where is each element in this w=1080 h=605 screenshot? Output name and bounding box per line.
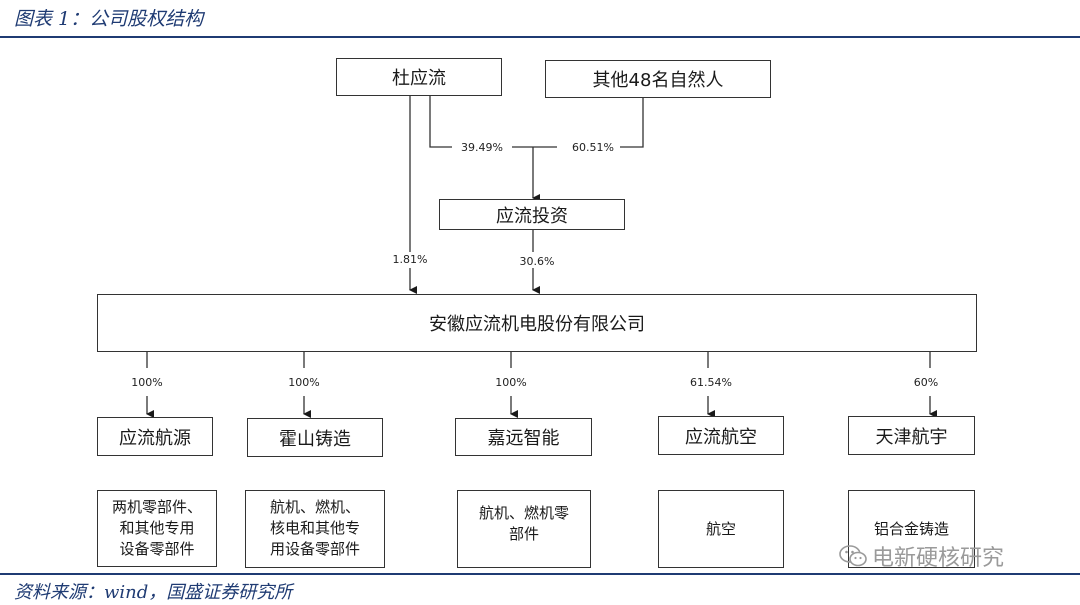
sub1-name-box: 应流航源 [97,417,213,456]
sub1-business: 两机零部件、 和其他专用 设备零部件 [111,498,202,558]
holding-label: 应流投资 [496,205,568,227]
sub5-business: 铝合金铸造 [873,519,949,538]
company-box: 安徽应流机电股份有限公司 [97,294,977,352]
du-stake-label: 39.49% [461,141,503,154]
sub2-stake-label: 100% [288,376,320,389]
sub3-name-box: 嘉远智能 [455,418,592,456]
shareholder-du-label: 杜应流 [392,68,446,89]
sub4-name: 应流航空 [685,426,757,448]
holding-box: 应流投资 [439,199,625,230]
company-label: 安徽应流机电股份有限公司 [429,314,645,335]
watermark: 电新硬核研究 [838,540,1004,572]
sub1-name: 应流航源 [119,427,191,449]
sub1-stake-label: 100% [131,376,163,389]
sub3-business: 航机、燃机零 部件 [478,504,569,543]
sub5-stake-label: 60% [913,376,939,389]
sub5-name-box: 天津航宇 [848,416,975,455]
shareholder-others-box: 其他48名自然人 [545,60,771,98]
shareholder-others-label: 其他48名自然人 [592,70,724,91]
holding-stake-label: 30.6% [519,255,555,268]
sub2-name-box: 霍山铸造 [247,418,383,457]
sub2-name: 霍山铸造 [279,428,351,450]
sub4-business-box: 航空 [658,490,784,568]
sub5-name: 天津航宇 [875,426,948,448]
watermark-text: 电新硬核研究 [872,546,1005,571]
sub1-business-box: 两机零部件、 和其他专用 设备零部件 [97,490,217,567]
source-note: 资料来源：wind，国盛证券研究所 [14,582,293,603]
others-stake-label: 60.51% [572,141,614,154]
sub2-business: 航机、燃机、 核电和其他专 用设备零部件 [269,498,360,558]
others-to-holding-line [620,98,644,148]
du-to-holding-line [429,96,452,148]
sub2-business-box: 航机、燃机、 核电和其他专 用设备零部件 [245,490,385,568]
sub3-stake-label: 100% [495,376,527,389]
figure-title: 图表 1：公司股权结构 [14,8,204,30]
sub4-name-box: 应流航空 [658,416,784,455]
top-divider [0,36,1080,38]
du-direct-stake-label: 1.81% [392,253,428,266]
sub4-business: 航空 [705,519,736,538]
sub3-name: 嘉远智能 [487,428,560,449]
shareholder-du-box: 杜应流 [336,58,502,96]
sub3-business-box: 航机、燃机零 部件 [457,490,591,568]
bottom-divider [0,573,1080,575]
wechat-icon [839,545,867,567]
sub5-business-box: 铝合金铸造 [848,490,975,568]
sub4-stake-label: 61.54% [690,376,732,389]
